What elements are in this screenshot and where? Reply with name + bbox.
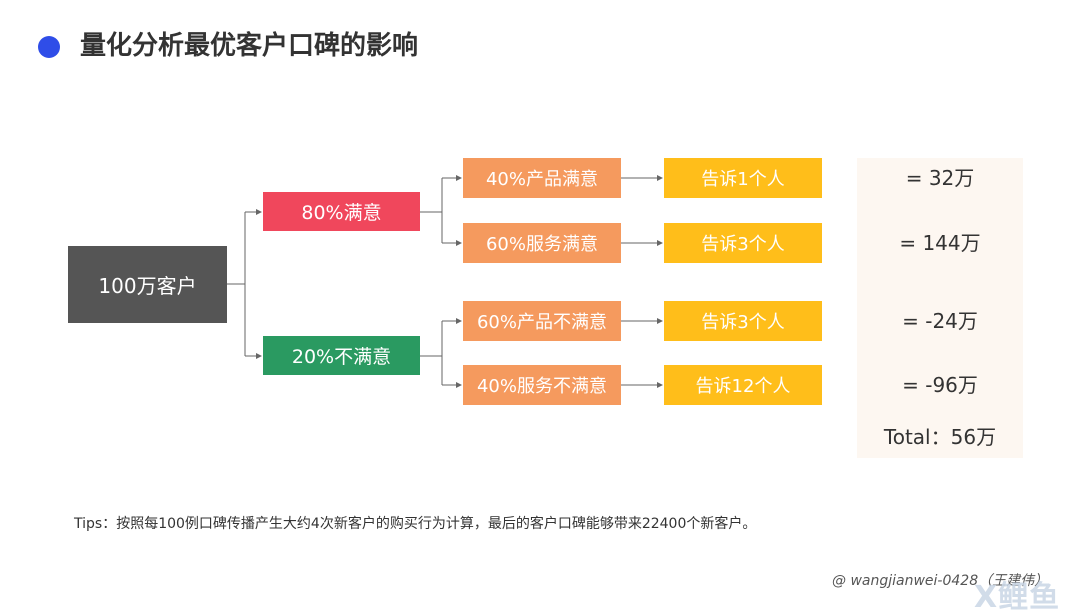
watermark: @ wangjianwei-0428（王建伟） <box>832 573 1049 589</box>
brand-logo: X鲤鱼 <box>974 580 1061 615</box>
segment-node-4: 40%服务不满意 <box>463 365 621 405</box>
branch-unsatisfied: 20%不满意 <box>263 336 420 375</box>
connector-sat <box>420 178 443 243</box>
segment-node-1: 40%产品满意 <box>463 158 621 198</box>
result-panel <box>857 158 1023 458</box>
result-2: = 144万 <box>899 231 981 255</box>
tell-node-1: 告诉1个人 <box>664 158 822 198</box>
tell-node-3: 告诉3个人 <box>664 301 822 341</box>
connector-unsat <box>420 321 443 385</box>
connector-root <box>227 212 246 356</box>
segment-node-3: 60%产品不满意 <box>463 301 621 341</box>
result-1: = 32万 <box>905 166 975 190</box>
result-3: = -24万 <box>902 309 978 333</box>
branch-satisfied: 80%满意 <box>263 192 420 231</box>
tell-node-4: 告诉12个人 <box>664 365 822 405</box>
page-title: 量化分析最优客户口碑的影响 <box>80 31 419 61</box>
title-bullet-icon <box>38 36 60 58</box>
segment-node-2: 60%服务满意 <box>463 223 621 263</box>
result-total: Total：56万 <box>883 425 997 449</box>
result-4: = -96万 <box>902 373 978 397</box>
tell-node-2: 告诉3个人 <box>664 223 822 263</box>
root-node: 100万客户 <box>68 246 227 323</box>
tips-note: Tips：按照每100例口碑传播产生大约4次新客户的购买行为计算，最后的客户口碑… <box>74 516 757 532</box>
